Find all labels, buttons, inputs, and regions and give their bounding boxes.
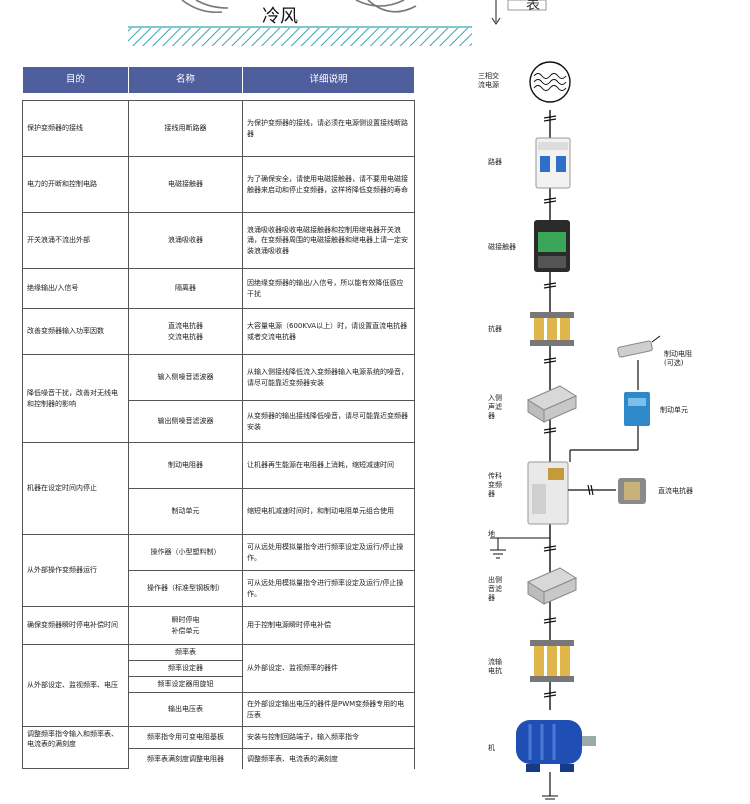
row-desc: 安装与控制回路端子，输入频率指令 <box>242 726 415 749</box>
airflow-illustration <box>128 0 547 46</box>
label-breaker: 路器 <box>488 158 502 166</box>
table-row: 调整频率指令输入和频率表、电流表的满刻度 频率指令用可变电阻基板 安装与控制回路… <box>22 726 415 769</box>
row-desc: 从外部设定、监视频率的器件 <box>242 644 415 693</box>
input-noise-filter-icon <box>526 385 578 423</box>
table-row: 电力的开断和控制电路 电磁接触器 为了确保安全，请使用电磁接触器，请不要用电磁接… <box>22 156 415 213</box>
row-desc: 从输入侧接线降低流入变频器输入电源系统的噪音，请尽可能靠近变频器安装 <box>242 354 415 401</box>
row-purpose: 调整频率指令输入和频率表、电流表的满刻度 <box>22 726 129 769</box>
row-name: 直流电抗器 交流电抗器 <box>128 308 243 355</box>
header-detail: 详细说明 <box>242 66 415 94</box>
row-name: 频率表满刻度调整电阻器 <box>128 748 243 769</box>
table-row: 开关浪涌不流出外部 浪涌吸收器 浪涌吸收器吸收电磁接触器和控制用继电器开关浪涌，… <box>22 212 415 269</box>
row-purpose: 开关浪涌不流出外部 <box>22 212 129 269</box>
row-name: 频率表 <box>128 644 243 661</box>
table-row: 绝缘输出/入信号 隔离器 因绝缘变频器的输出/入信号，所以能有效降低感应干扰 <box>22 268 415 309</box>
table-row: 机器在设定时间内停止 制动电阻器 让机器再生能源在电阻器上消耗，缩短减速时间 <box>22 442 415 535</box>
label-contactor: 磁接触器 <box>488 243 516 251</box>
table-header-row: 目的 名称 详细说明 <box>22 66 415 94</box>
row-name: 浪涌吸收器 <box>128 212 243 269</box>
row-name: 操作器（小型塑料制） <box>128 534 243 571</box>
label-motor: 机 <box>488 744 495 752</box>
inverter-icon <box>527 461 569 525</box>
label-output-filter: 出侧 音滤 器 <box>488 576 502 602</box>
ac-reactor-icon <box>530 312 574 346</box>
row-desc: 可从远处用模拟量指令进行频率设定及运行/停止操作。 <box>242 534 415 571</box>
row-desc: 可从远处用模拟量指令进行频率设定及运行/停止操作。 <box>242 570 415 607</box>
braking-resistor-icon <box>617 335 661 358</box>
table-row: 从外部操作变频器运行 操作器（小型塑料制） 可从远处用模拟量指令进行频率设定及运… <box>22 534 415 607</box>
row-name: 电磁接触器 <box>128 156 243 213</box>
magnetic-contactor-icon <box>534 220 570 272</box>
row-desc: 因绝缘变频器的输出/入信号，所以能有效降低感应干扰 <box>242 268 415 309</box>
row-name: 频率设定器 <box>128 660 243 677</box>
label-dc-reactor: 直流电抗器 <box>658 487 693 495</box>
header-name: 名称 <box>128 66 243 94</box>
row-desc: 调整频率表、电流表的满刻度 <box>242 748 415 769</box>
row-purpose: 机器在设定时间内停止 <box>22 442 129 535</box>
row-desc: 用于控制电源瞬时停电补偿 <box>242 606 415 645</box>
label-input-filter: 入侧 声滤 器 <box>488 394 502 420</box>
row-purpose: 绝缘输出/入信号 <box>22 268 129 309</box>
output-reactor-icon <box>530 640 574 682</box>
row-name: 频率指令用可变电阻基板 <box>128 726 243 749</box>
row-name: 制动单元 <box>128 488 243 535</box>
row-purpose: 确保变频器瞬时停电补偿时间 <box>22 606 129 645</box>
row-desc: 在外部设定输出电压的器件是PWM变频器专用的电压表 <box>242 692 415 727</box>
row-desc: 为了确保安全，请使用电磁接触器，请不要用电磁接触器来启动和停止变频器，这样将降低… <box>242 156 415 213</box>
table-row: 频率表满刻度调整电阻器 调整频率表、电流表的满刻度 <box>23 748 415 769</box>
row-desc: 缩短电机减速时间时，和制动电阻单元组合使用 <box>242 488 415 535</box>
cool-air-caption: 冷风 <box>262 6 298 27</box>
table-row: 从外部设定、监视频率、电压 频率表 从外部设定、监视频率的器件 <box>22 644 415 727</box>
row-name: 瞬时停电 补偿单元 <box>128 606 243 645</box>
row-purpose: 从外部设定、监视频率、电压 <box>22 644 129 727</box>
table-row: 输出侧噪音滤波器 从变频器的输出接线降低噪音，请尽可能靠近变频器安装 <box>23 400 415 443</box>
row-name: 制动电阻器 <box>128 442 243 489</box>
row-purpose: 改善变频器输入功率因数 <box>22 308 129 355</box>
row-desc: 为保护变频器的接线，请必须在电源侧设置接线断路器 <box>242 100 415 157</box>
label-ground: 地 <box>488 530 495 538</box>
label-output-reactor: 流输 电抗 <box>488 658 502 675</box>
ac-power-source-icon <box>529 61 571 103</box>
ground-icon <box>490 538 506 559</box>
row-name: 接线用断路器 <box>128 100 243 157</box>
row-purpose: 保护变频器的接线 <box>22 100 129 157</box>
corner-char: 表 <box>526 0 540 13</box>
row-desc: 从变频器的输出接线降低噪音，请尽可能靠近变频器安装 <box>242 400 415 443</box>
braking-unit-icon <box>624 392 650 426</box>
table-row: 操作器（标准型钢板制） 可从远处用模拟量指令进行频率设定及运行/停止操作。 <box>23 570 415 607</box>
row-name: 操作器（标准型钢板制） <box>128 570 243 607</box>
row-name: 频率设定器用旋钮 <box>128 676 243 693</box>
label-reactor: 抗器 <box>488 325 502 333</box>
dc-reactor-icon <box>618 478 646 504</box>
row-desc: 浪涌吸收器吸收电磁接触器和控制用继电器开关浪涌，在变频器周围的电磁接触器和继电器… <box>242 212 415 269</box>
row-purpose: 降低噪音干扰，改善对无线电和控制器的影响 <box>22 354 129 443</box>
wiring-diagram-graphic <box>490 61 661 800</box>
table-row: 降低噪音干扰，改善对无线电和控制器的影响 输入侧噪音滤波器 从输入侧接线降低流入… <box>22 354 415 443</box>
output-noise-filter-icon <box>526 567 578 605</box>
table-row: 输出电压表 在外部设定输出电压的器件是PWM变频器专用的电压表 <box>23 692 415 727</box>
table-row: 改善变频器输入功率因数 直流电抗器 交流电抗器 大容量电源（600KVA以上）时… <box>22 308 415 355</box>
row-purpose: 从外部操作变频器运行 <box>22 534 129 607</box>
row-desc: 让机器再生能源在电阻器上消耗，缩短减速时间 <box>242 442 415 489</box>
label-brake-resistor: 制动电阻 (可选) <box>664 350 692 367</box>
row-name: 输入侧噪音滤波器 <box>128 354 243 401</box>
motor-icon <box>516 720 596 772</box>
row-desc: 大容量电源（600KVA以上）时，请设置直流电抗器或者交流电抗器 <box>242 308 415 355</box>
label-brake-unit: 制动单元 <box>660 406 688 414</box>
row-name: 隔离器 <box>128 268 243 309</box>
row-name: 输出电压表 <box>128 692 243 727</box>
row-name: 输出侧噪音滤波器 <box>128 400 243 443</box>
label-ac-source: 三相交 流电源 <box>478 72 499 89</box>
wiring-diagram: 三相交 流电源 路器 磁接触器 抗器 入侧 声滤 器 制动电阻 (可选) 制动单… <box>420 60 750 800</box>
accessory-table: 目的 名称 详细说明 保护变频器的接线 接线用断路器 为保护变频器的接线，请必须… <box>22 66 415 769</box>
label-inverter: 传科 变频 器 <box>488 472 502 498</box>
circuit-breaker-icon <box>535 137 571 189</box>
table-row: 保护变频器的接线 接线用断路器 为保护变频器的接线，请必须在电源侧设置接线断路器 <box>22 100 415 157</box>
table-row: 确保变频器瞬时停电补偿时间 瞬时停电 补偿单元 用于控制电源瞬时停电补偿 <box>22 606 415 645</box>
header-purpose: 目的 <box>22 66 129 94</box>
row-purpose: 电力的开断和控制电路 <box>22 156 129 213</box>
